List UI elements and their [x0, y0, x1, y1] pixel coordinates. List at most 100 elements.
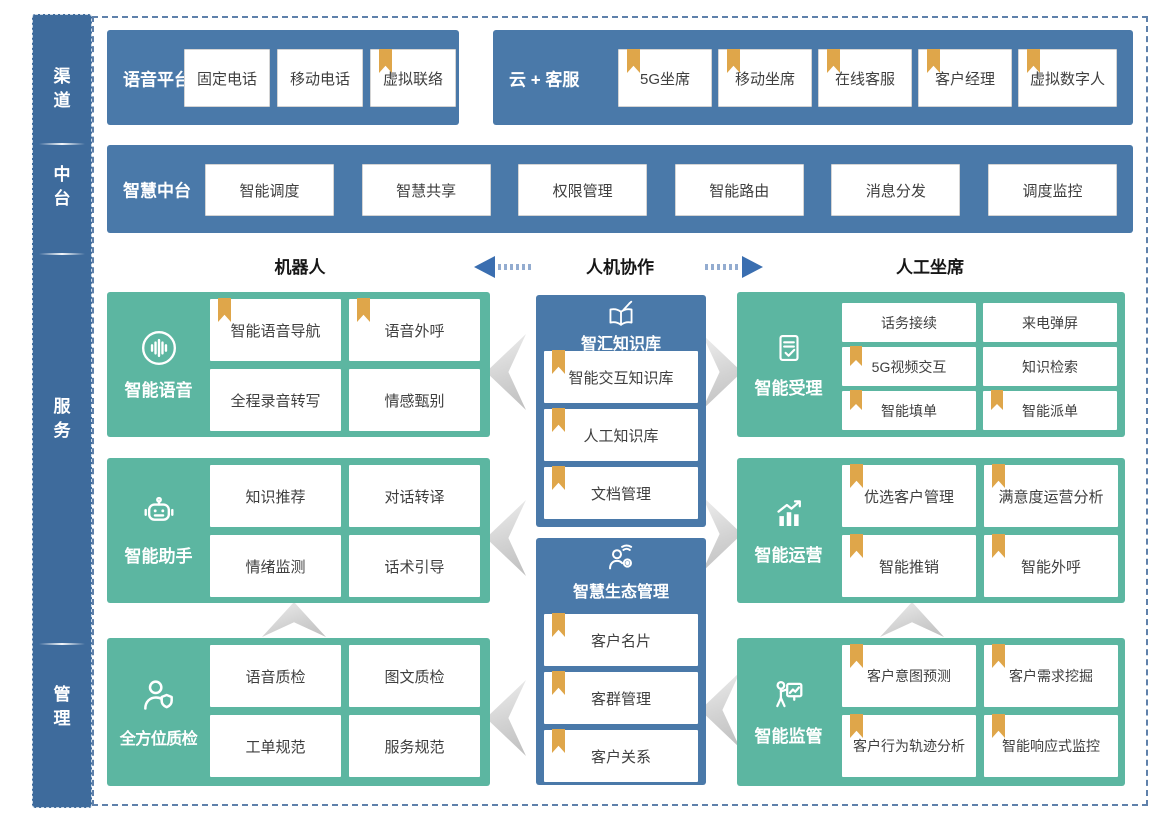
item-label: 固定电话	[196, 70, 257, 88]
bookmark-icon	[627, 49, 640, 73]
panel-title: 智能监管	[754, 727, 823, 746]
item-label: 移动坐席	[734, 70, 795, 88]
item-label: 智能调度	[239, 182, 300, 200]
item-label: 智能外呼	[1020, 558, 1081, 576]
panel-label-zone: 智汇知识库	[536, 300, 706, 354]
item-box: 情感甄别	[349, 369, 480, 431]
panel-label-zone: 智能语音	[107, 292, 210, 437]
item-label: 客户意图预测	[867, 668, 951, 684]
panel-title: 全方位质检	[119, 730, 198, 748]
panel-items: 智能交互知识库人工知识库文档管理	[544, 350, 698, 519]
item-label: 在线客服	[834, 70, 895, 88]
item-label: 5G视频交互	[871, 358, 947, 375]
item-box: 客户需求挖掘	[984, 644, 1118, 707]
item-box: 图文质检	[349, 645, 480, 707]
stage-sidebar: 渠道 中台 服务 管理	[32, 14, 92, 808]
panel-title: 智能受理	[754, 378, 823, 398]
item-box: 在线客服	[818, 49, 912, 107]
item-box: 5G坐席	[618, 49, 712, 107]
header-robot: 机器人	[274, 258, 326, 277]
item-label: 客群管理	[590, 690, 651, 708]
panel-items: 固定电话移动电话虚拟联络	[184, 49, 456, 107]
bookmark-icon	[552, 350, 565, 374]
panel-cloud-service: 云 + 客服 5G坐席移动坐席在线客服客户经理虚拟数字人	[493, 30, 1133, 125]
item-label: 满意度运营分析	[998, 488, 1104, 506]
bookmark-icon	[1027, 49, 1040, 73]
presenter-chart-icon	[775, 680, 802, 708]
panel-label-zone: 全方位质检	[107, 638, 210, 786]
item-label: 情绪监测	[245, 558, 306, 576]
item-label: 客户关系	[590, 748, 651, 766]
header-human-machine-collaboration: 人机协作	[586, 258, 654, 277]
arrow-head-left	[474, 256, 495, 278]
bookmark-icon	[927, 49, 940, 73]
panel-items: 优选客户管理满意度运营分析智能推销智能外呼	[842, 464, 1118, 597]
item-box: 虚拟联络	[370, 49, 456, 107]
panel-smart-middle-platform: 智慧中台 智能调度智慧共享权限管理智能路由消息分发调度监控	[107, 145, 1133, 233]
item-box: 智能派单	[983, 390, 1117, 430]
item-label: 客户行为轨迹分析	[853, 738, 965, 754]
panel-voice-platform: 语音平台 固定电话移动电话虚拟联络	[107, 30, 459, 125]
item-box: 客户关系	[544, 729, 698, 782]
arrow-head-right	[742, 256, 763, 278]
item-label: 来电弹屏	[1022, 314, 1078, 331]
sidebar-item-middle-platform: 中台	[33, 163, 91, 211]
item-label: 知识推荐	[245, 488, 306, 506]
panel-smart-supervision: 智能监管 客户意图预测客户需求挖掘客户行为轨迹分析智能响应式监控	[737, 638, 1125, 786]
panel-title: 智能语音	[124, 380, 193, 400]
sidebar-label: 管理	[53, 685, 71, 728]
item-box: 智能填单	[842, 390, 976, 430]
item-box: 智能调度	[205, 164, 334, 216]
item-label: 情感甄别	[384, 392, 445, 410]
item-label: 话务接续	[881, 314, 937, 331]
panel-title: 智慧中台	[123, 181, 191, 201]
item-label: 智能填单	[881, 402, 937, 419]
item-box: 优选客户管理	[842, 464, 976, 527]
item-box: 智能外呼	[984, 534, 1118, 597]
arrow-dashed-tail	[705, 264, 739, 270]
document-check-icon	[778, 334, 799, 361]
sidebar-item-channel: 渠道	[33, 65, 91, 113]
robot-assistant-icon	[144, 496, 173, 521]
panel-title: 智慧生态管理	[572, 584, 669, 601]
item-label: 虚拟联络	[382, 70, 443, 88]
panel-smart-assistant: 智能助手 知识推荐对话转译情绪监测话术引导	[107, 458, 490, 603]
bookmark-icon	[850, 714, 863, 738]
panel-items: 5G坐席移动坐席在线客服客户经理虚拟数字人	[618, 49, 1118, 107]
sidebar-label: 渠道	[53, 67, 71, 110]
item-label: 服务规范	[384, 738, 445, 756]
sidebar-item-management: 管理	[33, 683, 91, 731]
panel-label-zone: 智能受理	[737, 292, 840, 437]
item-label: 5G坐席	[639, 70, 690, 88]
item-box: 客群管理	[544, 671, 698, 724]
item-label: 话术引导	[384, 558, 445, 576]
bookmark-icon	[827, 49, 840, 73]
sidebar-divider	[39, 643, 85, 645]
item-box: 智能路由	[674, 164, 804, 216]
panel-label-zone: 智能监管	[737, 638, 840, 786]
voice-icon	[141, 330, 176, 365]
bookmark-icon	[992, 464, 1005, 488]
item-box: 客户意图预测	[842, 644, 976, 707]
panel-label-zone: 智慧生态管理	[536, 543, 706, 602]
item-label: 智能语音导航	[230, 322, 321, 340]
item-label: 消息分发	[865, 182, 926, 200]
sidebar-label: 中台	[53, 165, 71, 208]
bookmark-icon	[379, 49, 392, 73]
item-box: 对话转译	[349, 465, 480, 527]
panel-items: 客户意图预测客户需求挖掘客户行为轨迹分析智能响应式监控	[842, 644, 1118, 777]
item-box: 语音质检	[210, 645, 341, 707]
item-label: 虚拟数字人	[1030, 70, 1106, 88]
item-box: 来电弹屏	[983, 303, 1117, 342]
item-box: 人工知识库	[544, 408, 698, 461]
item-label: 智能交互知识库	[568, 369, 674, 387]
item-box: 满意度运营分析	[984, 464, 1118, 527]
item-label: 工单规范	[245, 738, 306, 756]
panel-items: 客户名片客群管理客户关系	[544, 613, 698, 782]
bookmark-icon	[992, 534, 1005, 558]
panel-items: 智能调度智慧共享权限管理智能路由消息分发调度监控	[205, 164, 1117, 216]
panel-items: 知识推荐 对话转译情绪监测 话术引导	[210, 465, 480, 597]
item-label: 客户名片	[590, 632, 651, 650]
item-box: 工单规范	[210, 715, 341, 777]
